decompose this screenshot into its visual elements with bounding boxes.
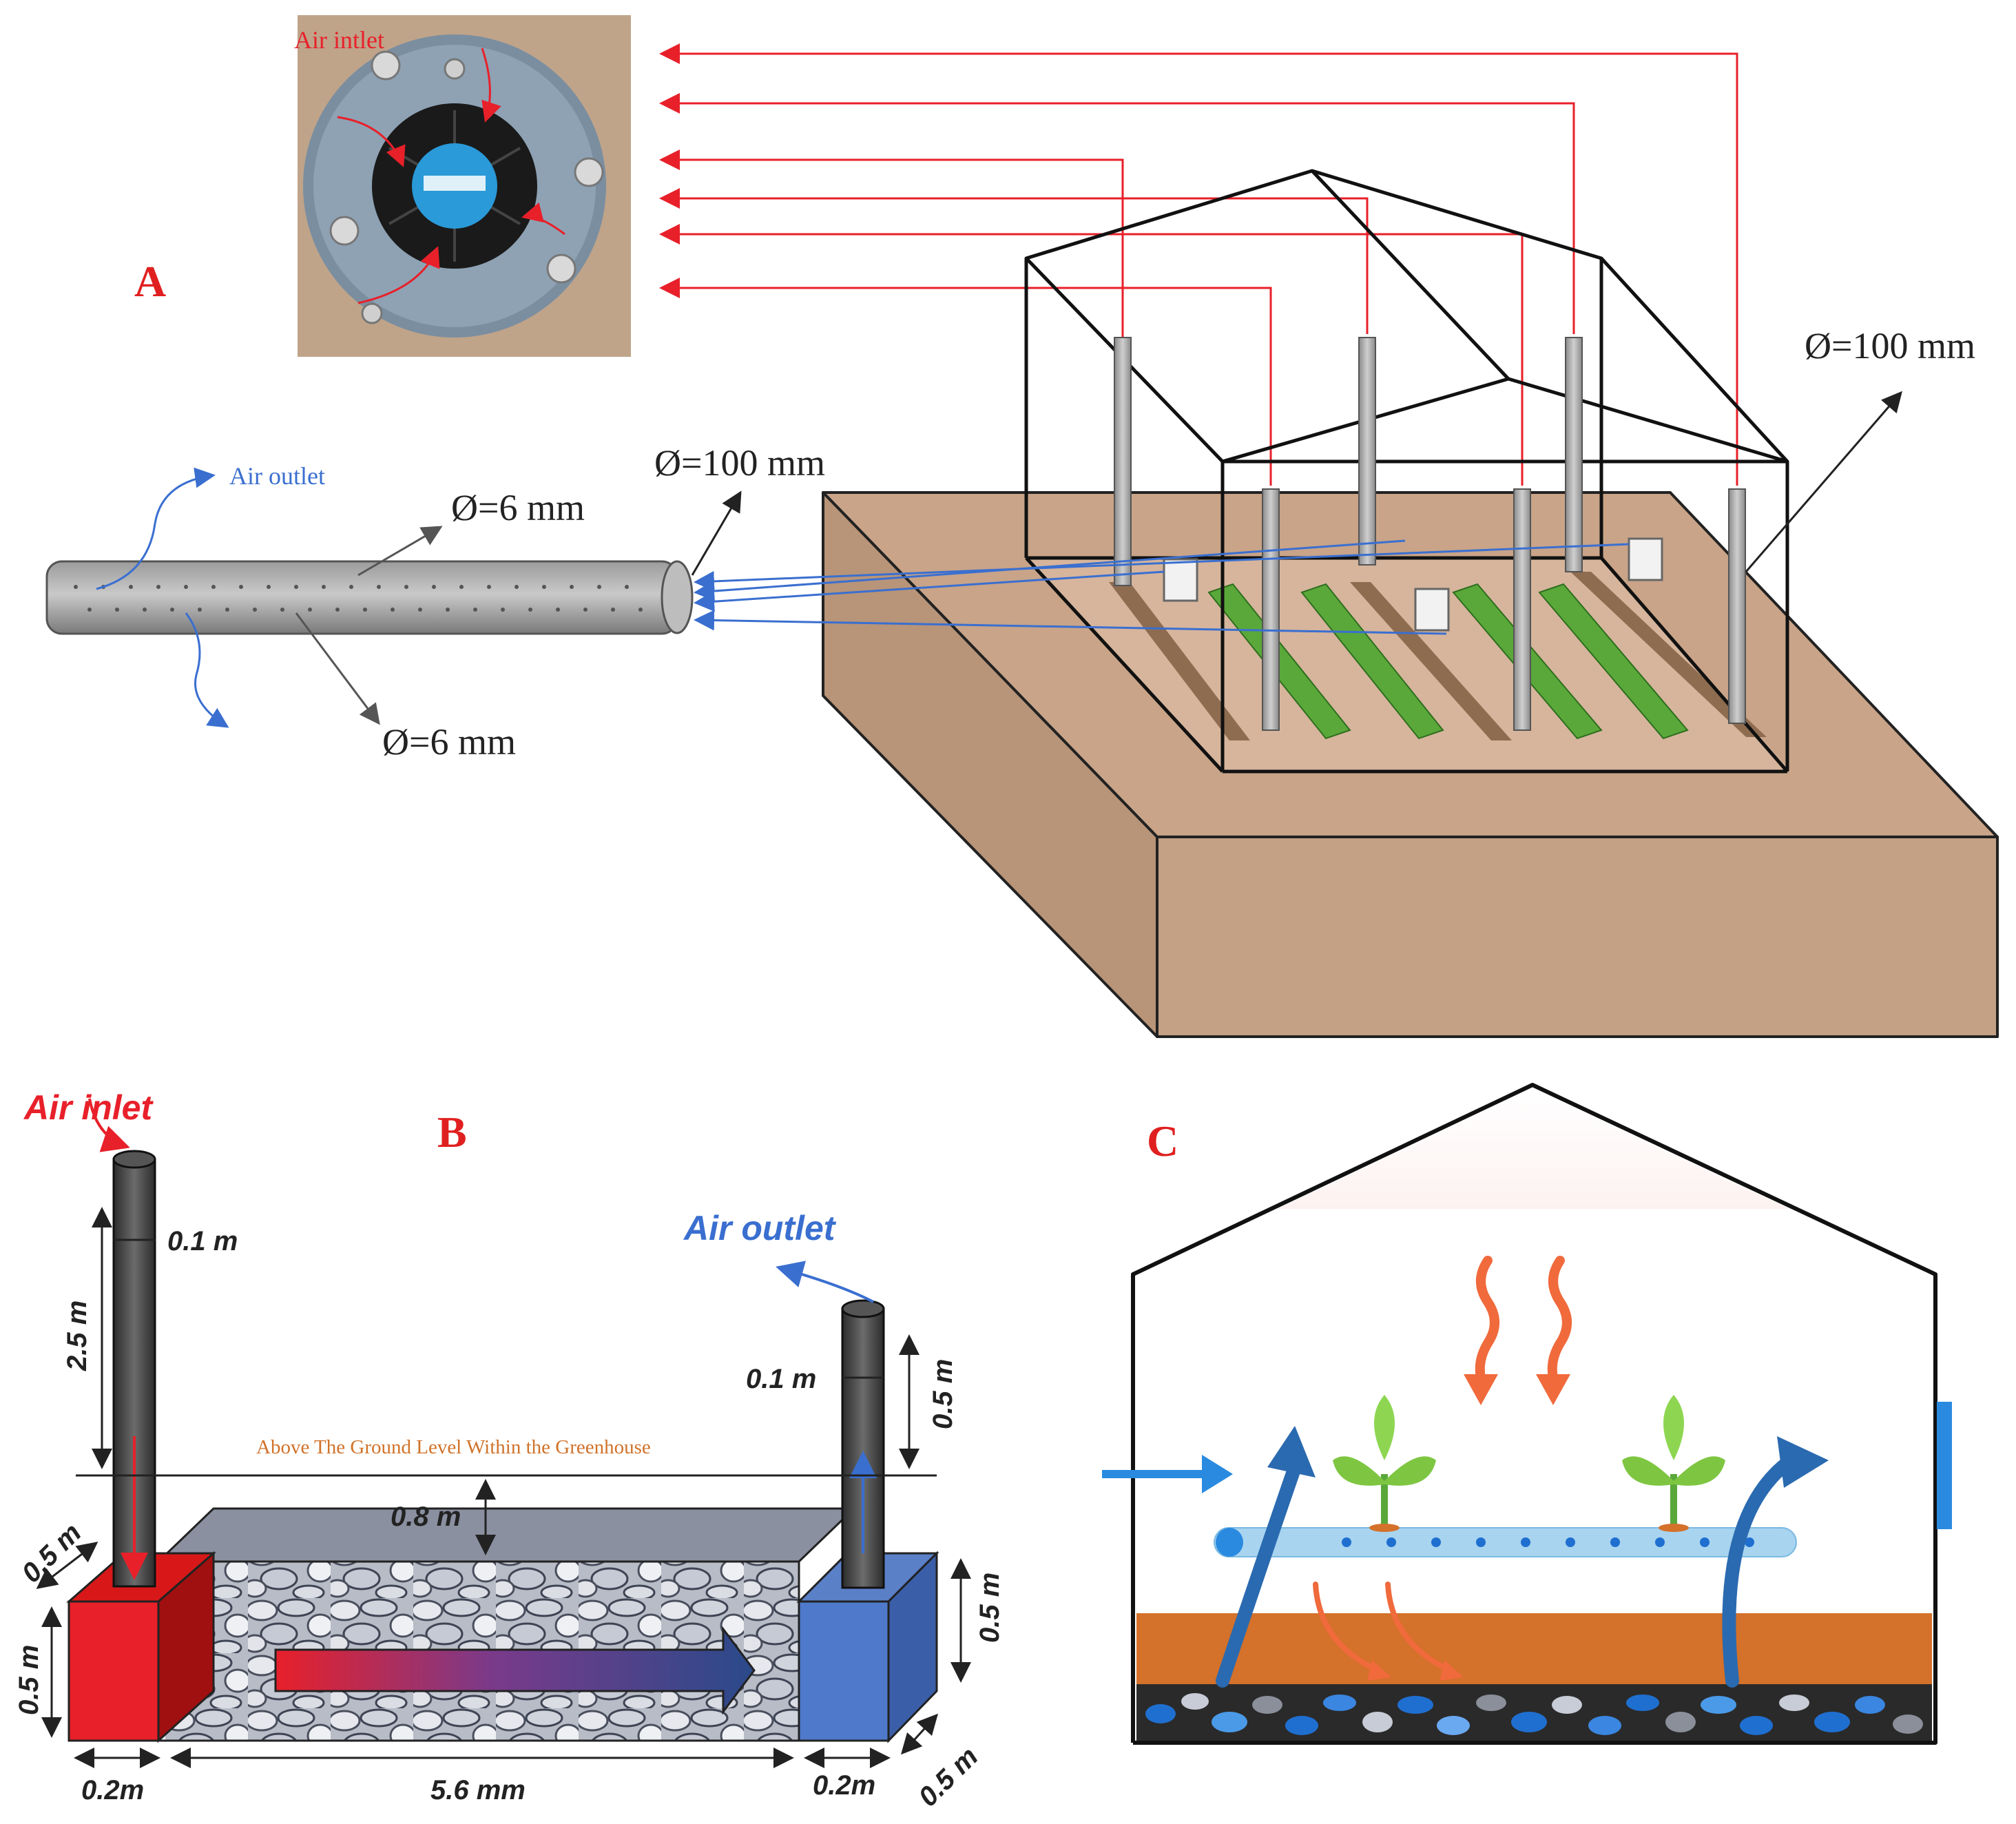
dim-right-box-height: 0.5 m xyxy=(975,1573,1005,1643)
dim-inlet-pipe-height: 2.5 m xyxy=(62,1300,92,1371)
heat-arrow-head-2 xyxy=(1536,1374,1570,1405)
pipe-diameter-pointer xyxy=(691,490,742,576)
outlet-leader-lines xyxy=(694,539,1630,635)
panel-c: C xyxy=(1102,1083,1952,1745)
dim-right-box-width: 0.2m xyxy=(813,1770,875,1801)
riser-diameter-label: Ø=100 mm xyxy=(1805,325,1975,366)
dim-right-box-depth: 0.5 m xyxy=(913,1741,984,1812)
gravel-bed xyxy=(156,1507,857,1742)
air-outlet-arrow-up xyxy=(96,467,216,590)
panel-a-letter: A xyxy=(134,257,166,306)
dimension-lines xyxy=(36,1207,971,1768)
air-inlet-curved-arrow xyxy=(88,1098,130,1152)
panel-c-letter: C xyxy=(1147,1117,1178,1165)
pipe-diameter-label: Ø=100 mm xyxy=(654,442,825,484)
air-outlet-label-a: Air outlet xyxy=(229,462,325,490)
hole-diameter-bottom-label: Ø=6 mm xyxy=(382,721,516,763)
air-inlet-label-b: Air inlet xyxy=(23,1088,154,1127)
dim-outlet-pipe-height: 0.5 m xyxy=(928,1359,958,1429)
riser-diameter-pointer xyxy=(1745,391,1902,572)
airflow-arrow-left xyxy=(1216,1460,1302,1688)
panel-b-letter: B xyxy=(437,1108,467,1157)
air-outlet-curved-arrow xyxy=(776,1261,874,1303)
air-outlet-arrow-down xyxy=(185,612,229,728)
perforated-pipe xyxy=(45,560,694,635)
hole-diameter-top-label: Ø=6 mm xyxy=(451,487,585,528)
rock-layer xyxy=(1136,1684,1932,1743)
ground-level-label: Above The Ground Level Within the Greenh… xyxy=(256,1436,651,1458)
perforated-pipe-c xyxy=(1214,1527,1797,1557)
dim-bed-length: 5.6 mm xyxy=(430,1775,526,1805)
inlet-box xyxy=(66,1551,216,1743)
fan-photo: Air intlet xyxy=(294,15,631,357)
heat-arrow-head-1 xyxy=(1464,1374,1498,1405)
air-outlet-label-b: Air outlet xyxy=(683,1209,837,1247)
airflow-arrow-right xyxy=(1722,1453,1798,1688)
dim-outlet-pipe-diameter: 0.1 m xyxy=(746,1364,816,1394)
outlet-pipe xyxy=(841,1299,885,1589)
rock-beds xyxy=(1109,572,1767,740)
panel-b: B Air inlet xyxy=(14,1088,1005,1812)
house-outline xyxy=(1131,1083,1937,1745)
plant-left xyxy=(1333,1395,1436,1532)
inlet-risers xyxy=(1114,337,1746,731)
airflow-gradient-arrow xyxy=(274,1626,756,1715)
dim-depth-below-ground: 0.8 m xyxy=(391,1502,461,1532)
panel-a: A xyxy=(45,15,1999,1038)
heat-arrows xyxy=(1475,1256,1572,1382)
dim-inlet-pipe-diameter: 0.1 m xyxy=(167,1226,238,1256)
hole-diameter-bottom-pointer xyxy=(295,612,380,725)
soil-heat-arrows xyxy=(1313,1582,1453,1673)
pipe-holes xyxy=(74,585,643,612)
dim-left-box-width: 0.2m xyxy=(81,1775,144,1805)
roof-area xyxy=(1136,1090,1932,1274)
hole-diameter-top-pointer xyxy=(357,526,443,577)
dim-left-box-height: 0.5 m xyxy=(14,1645,44,1715)
outlet-fan-boxes xyxy=(1163,537,1663,632)
air-intlet-label: Air intlet xyxy=(294,26,384,54)
inlet-pipe xyxy=(112,1150,156,1588)
air-outlet-vent xyxy=(1937,1402,1952,1529)
plant-right xyxy=(1622,1395,1725,1532)
soil-layer xyxy=(1136,1613,1932,1684)
